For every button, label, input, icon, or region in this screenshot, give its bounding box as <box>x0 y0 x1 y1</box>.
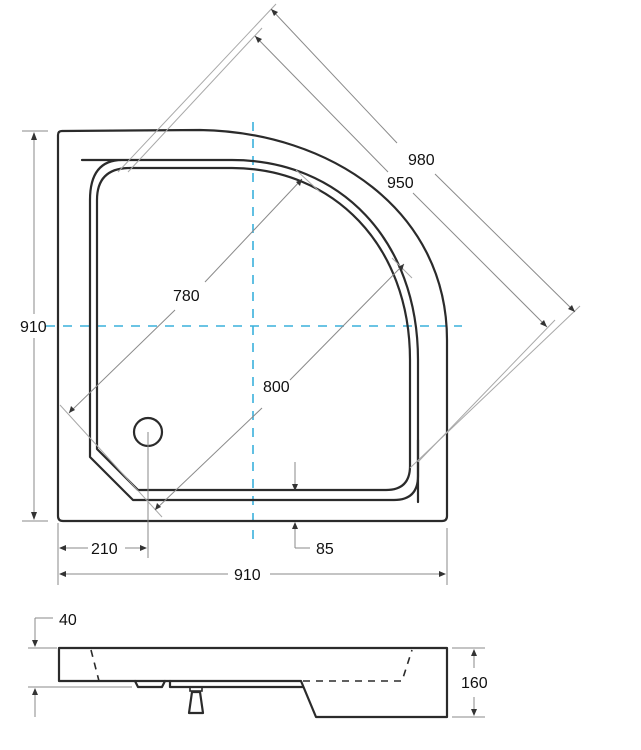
basin-hidden-line <box>90 649 413 682</box>
bottom-support-right <box>168 679 305 689</box>
diagonal-dimension-980: 980 <box>117 3 581 469</box>
dimension-910-height-label: 910 <box>20 319 47 336</box>
thickness-dimension-40: 40 <box>28 612 132 717</box>
rim-dimension-85: 85 <box>292 462 334 558</box>
basin-inner-line <box>95 166 412 492</box>
top-view: 980 950 780 800 <box>20 3 581 585</box>
dimension-85-label: 85 <box>316 541 334 558</box>
adjustable-foot <box>187 690 205 715</box>
dimension-40-label: 40 <box>59 612 77 629</box>
tray-side-profile <box>57 646 449 719</box>
tray-outer-outline <box>56 128 449 523</box>
diagonal-dimension-780: 780 <box>59 169 321 518</box>
drain-offset-dimension-210: 210 <box>57 523 147 585</box>
diagonal-dimension-800: 800 <box>154 257 413 511</box>
bottom-support-left <box>133 679 167 689</box>
diagonal-dimension-950: 950 <box>127 27 556 463</box>
foot-nut <box>189 686 203 692</box>
dimension-910-width-label: 910 <box>234 567 261 584</box>
height-dimension-160: 160 <box>452 647 488 718</box>
width-dimension-910: 910 <box>59 528 448 585</box>
side-view: 40 160 <box>28 612 488 719</box>
dimension-800-label: 800 <box>263 379 290 396</box>
height-dimension-910: 910 <box>20 130 48 522</box>
dimension-980-label: 980 <box>408 152 435 169</box>
dimension-210-label: 210 <box>91 541 118 558</box>
dimension-160-label: 160 <box>461 675 488 692</box>
basin-outer-line <box>80 158 420 502</box>
dimension-950-label: 950 <box>387 175 414 192</box>
dimension-780-label: 780 <box>173 288 200 305</box>
